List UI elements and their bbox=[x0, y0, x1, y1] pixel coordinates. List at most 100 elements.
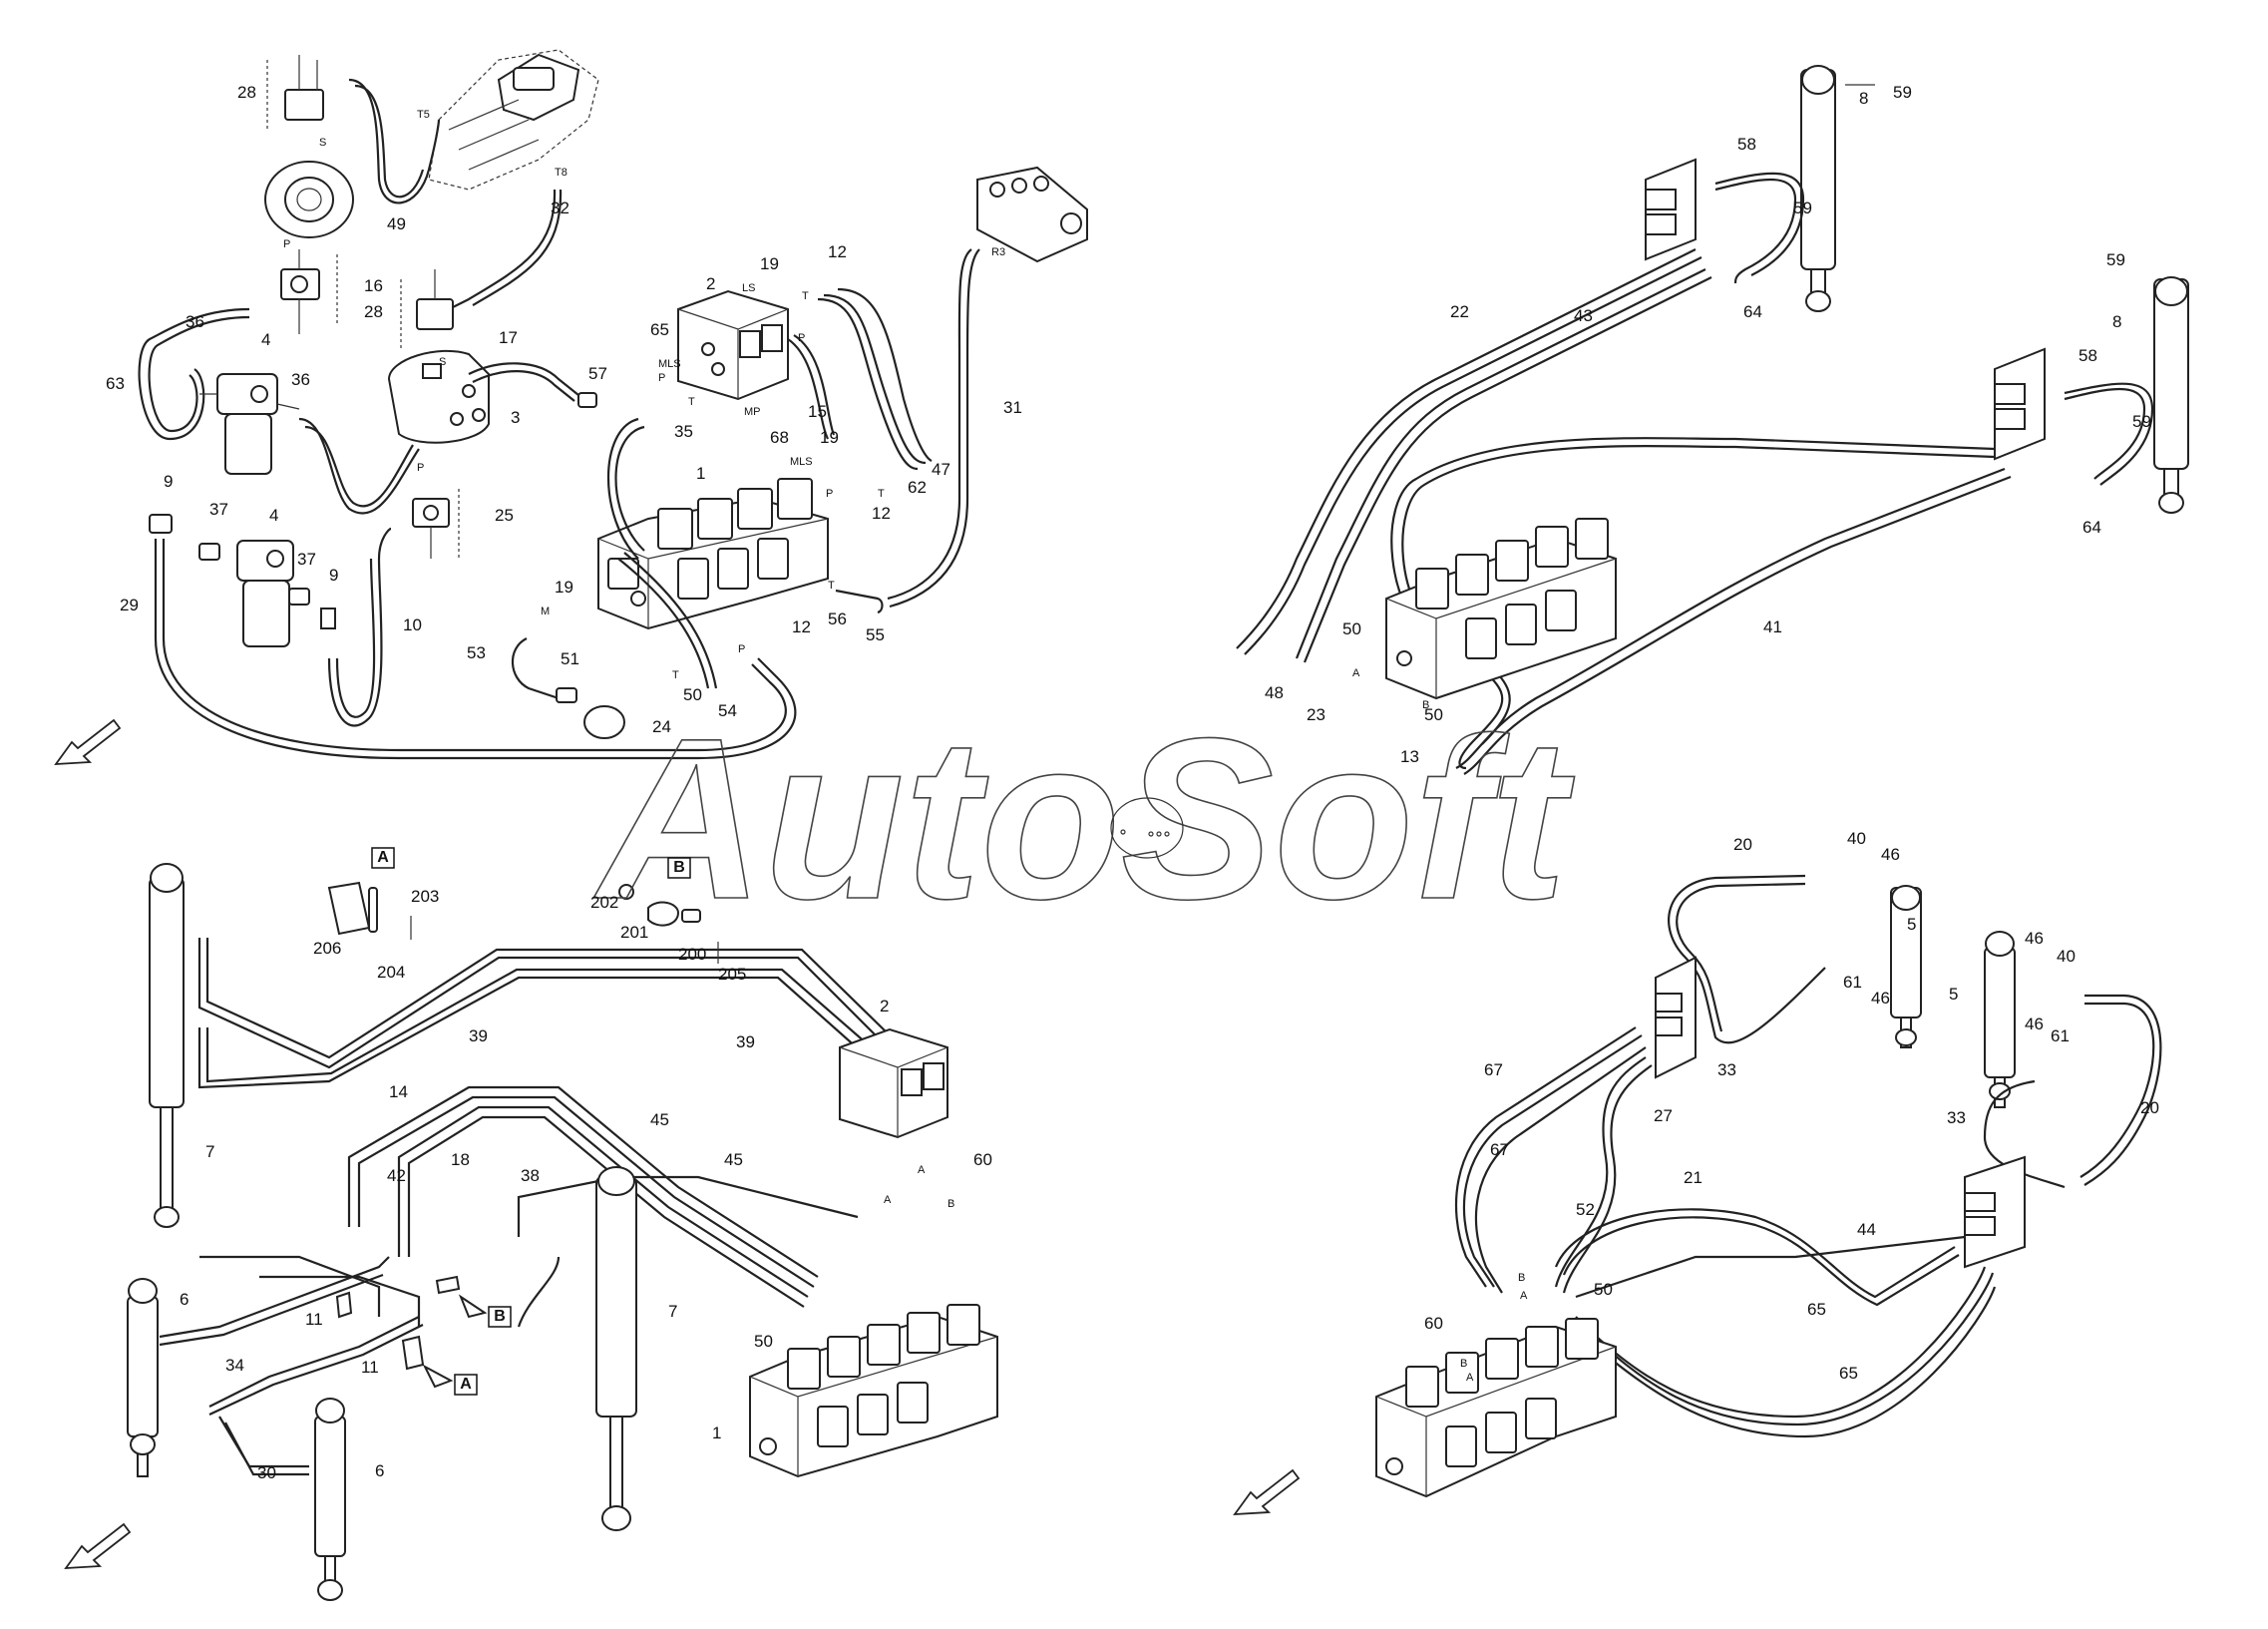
callout-number: 46 bbox=[2025, 929, 2044, 948]
callout-number: B bbox=[673, 859, 685, 876]
callout-number: 28 bbox=[364, 302, 383, 321]
callout-number: 65 bbox=[1839, 1364, 1858, 1383]
part-callout: 3 bbox=[511, 408, 520, 427]
callout-number: 9 bbox=[164, 472, 173, 491]
part-callout: 42 bbox=[387, 1166, 406, 1185]
part-callout: 65 bbox=[1807, 1300, 1826, 1319]
part-callout: 6 bbox=[180, 1290, 189, 1309]
callout-number: 64 bbox=[1743, 302, 1762, 321]
callout-number: 37 bbox=[209, 500, 228, 519]
port-letter: P bbox=[826, 488, 833, 500]
callout-number: 20 bbox=[1733, 835, 1752, 854]
cylinder-6-right bbox=[314, 1398, 346, 1601]
part-callout: 46 bbox=[2025, 1015, 2044, 1033]
port-letter: MLS bbox=[790, 456, 813, 468]
direction-arrows bbox=[54, 718, 1301, 1570]
part-callout: 36 bbox=[186, 312, 204, 331]
callout-number: 50 bbox=[1424, 705, 1443, 724]
callout-number: 36 bbox=[186, 312, 204, 331]
valve-block-middle-right bbox=[1655, 956, 1697, 1079]
callout-number: A bbox=[460, 1376, 472, 1393]
callout-number: 16 bbox=[364, 276, 383, 295]
fitting-16 bbox=[280, 249, 338, 334]
callout-number: 68 bbox=[770, 428, 789, 447]
callout-number: 56 bbox=[828, 610, 847, 628]
callout-number: 45 bbox=[724, 1150, 743, 1169]
port-letter: P bbox=[417, 462, 424, 474]
callout-number: 32 bbox=[551, 199, 569, 217]
callout-number: B bbox=[494, 1308, 506, 1325]
part-callout: 10 bbox=[403, 615, 422, 634]
part-callout: 33 bbox=[1717, 1060, 1736, 1079]
assembly-top-left bbox=[138, 49, 1088, 760]
callout-number: 2 bbox=[706, 274, 715, 293]
cylinder-8-lower bbox=[2153, 276, 2189, 514]
callout-number: 51 bbox=[561, 649, 579, 668]
callout-number: 8 bbox=[2112, 312, 2121, 331]
watermark: AutoSoft bbox=[593, 690, 1575, 947]
fitting-25 bbox=[412, 489, 460, 559]
callout-number: 64 bbox=[2082, 518, 2101, 537]
callout-number: 1 bbox=[696, 464, 705, 483]
part-callout: 5 bbox=[1949, 985, 1958, 1004]
port-letter: T bbox=[828, 580, 835, 592]
port-letter: T8 bbox=[555, 167, 567, 179]
part-callout: 7 bbox=[668, 1302, 677, 1321]
part-callout: 49 bbox=[387, 214, 406, 233]
part-callout: 43 bbox=[1574, 306, 1593, 325]
part-callout: 39 bbox=[736, 1032, 755, 1051]
part-callout: 65 bbox=[1839, 1364, 1858, 1383]
control-valve-1-bottom bbox=[749, 1304, 998, 1478]
callout-number: 61 bbox=[1843, 973, 1862, 992]
part-callout: 4 bbox=[269, 506, 278, 525]
part-callout: 46 bbox=[1871, 989, 1890, 1008]
callout-number: 55 bbox=[866, 625, 885, 644]
callout-number: 35 bbox=[674, 422, 693, 441]
part-callout: 205 bbox=[718, 965, 746, 984]
callout-number: 59 bbox=[2106, 250, 2125, 269]
callout-number: 60 bbox=[1424, 1314, 1443, 1333]
part-callout: 203 bbox=[411, 887, 439, 906]
part-callout: 46 bbox=[2025, 929, 2044, 948]
callout-number: 3 bbox=[511, 408, 520, 427]
part-callout: 39 bbox=[469, 1026, 488, 1045]
part-callout: 12 bbox=[792, 617, 811, 636]
callout-number: 2 bbox=[880, 997, 889, 1016]
port-letter: A bbox=[1520, 1290, 1528, 1302]
direction-arrow-icon bbox=[1233, 1468, 1301, 1516]
part-callout: 20 bbox=[1733, 835, 1752, 854]
part-callout: 45 bbox=[650, 1110, 669, 1129]
callout-number: 46 bbox=[1871, 989, 1890, 1008]
part-callout: 201 bbox=[620, 923, 648, 942]
callout-number: 36 bbox=[291, 370, 310, 389]
callout-number: 58 bbox=[1737, 135, 1756, 154]
callout-number: 49 bbox=[387, 214, 406, 233]
callout-number: 5 bbox=[1949, 985, 1958, 1004]
control-valve-group-bottom-right bbox=[1375, 1318, 1617, 1498]
part-callout: 31 bbox=[1003, 398, 1022, 417]
callout-number: 53 bbox=[467, 643, 486, 662]
direction-arrow-icon bbox=[54, 718, 122, 766]
callout-number: 7 bbox=[668, 1302, 677, 1321]
part-callout: 30 bbox=[257, 1463, 276, 1482]
callout-number: 12 bbox=[792, 617, 811, 636]
port-letter: B bbox=[947, 1198, 954, 1210]
port-letter: P bbox=[798, 332, 805, 344]
cylinder-5-lower bbox=[1984, 931, 2016, 1108]
part-callout: 47 bbox=[932, 460, 950, 479]
callout-number: 57 bbox=[588, 364, 607, 383]
callout-number: 40 bbox=[1847, 829, 1866, 848]
callout-number: 62 bbox=[908, 478, 927, 497]
part-callout: 24 bbox=[652, 717, 671, 736]
cylinder-7-centre bbox=[595, 1166, 637, 1531]
valve-block-lower-right-b bbox=[1964, 1155, 2026, 1269]
watermark-emblem bbox=[1110, 797, 1184, 859]
part-callout: 28 bbox=[237, 83, 256, 102]
part-callout: 54 bbox=[718, 701, 737, 720]
detail-a-clamp bbox=[327, 881, 412, 940]
callout-number: 58 bbox=[2079, 346, 2097, 365]
callout-number: 43 bbox=[1574, 306, 1593, 325]
